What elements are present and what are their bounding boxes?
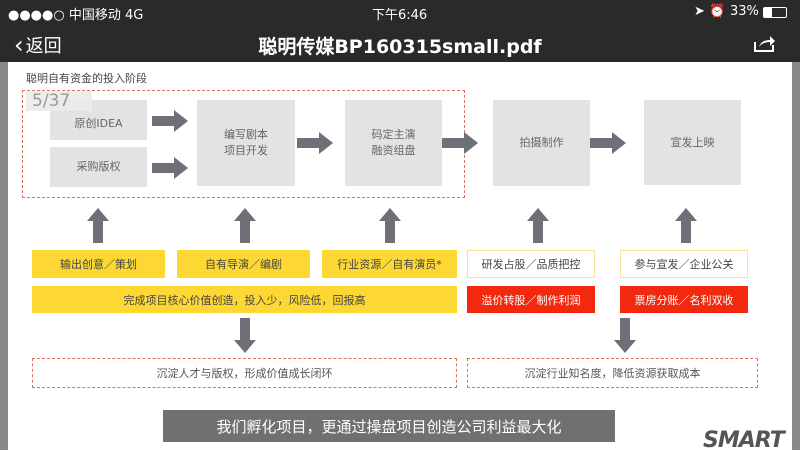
step-original-idea: 原创IDEA <box>50 100 147 140</box>
location-alarm-icon: ➤ ⏰ <box>694 4 726 19</box>
step-buy-rights: 采购版权 <box>50 147 147 187</box>
back-label: 返回 <box>25 36 62 57</box>
smart-logo: SMART <box>703 428 785 453</box>
arrow-up-icon <box>527 208 549 243</box>
step-casting-financing: 码定主演 融资组盘 <box>345 100 442 186</box>
arrow-up-icon <box>675 208 697 243</box>
arrow-right-icon <box>152 157 188 179</box>
arrow-down-icon <box>614 318 636 353</box>
arrow-up-icon <box>87 208 109 243</box>
nav-bar: ‹ 返回 聪明传媒BP160315small.pdf <box>0 25 800 62</box>
step-release: 宣发上映 <box>644 100 741 185</box>
tag-own-directors: 自有导演／编剧 <box>177 250 310 278</box>
tag-core-value: 完成项目核心价值创造，投入少，风险低，回报高 <box>32 286 457 313</box>
page-indicator: 5/37 <box>26 91 92 111</box>
tag-creative-output: 输出创意／策划 <box>32 250 165 278</box>
status-bar: ●●●●○ 中国移动 4G 下午6:46 ➤ ⏰ 33% <box>0 0 800 25</box>
carrier: ●●●●○ 中国移动 4G <box>8 8 144 23</box>
share-icon <box>754 36 775 52</box>
result-industry-reputation: 沉淀行业知名度，降低资源获取成本 <box>467 358 758 388</box>
tag-box-office: 票房分账／名利双收 <box>620 286 748 313</box>
arrow-right-icon <box>152 110 188 132</box>
clock: 下午6:46 <box>372 8 428 23</box>
arrow-down-icon <box>234 318 256 353</box>
arrow-right-icon <box>297 132 333 154</box>
battery-icon <box>763 7 787 18</box>
back-button[interactable]: ‹ 返回 <box>14 31 62 59</box>
arrow-right-icon <box>442 132 478 154</box>
document-title: 聪明传媒BP160315small.pdf <box>258 36 542 58</box>
arrow-right-icon <box>590 132 626 154</box>
tag-rd-equity: 研发占股／品质把控 <box>467 250 595 278</box>
tag-marketing-pr: 参与宣发／企业公关 <box>620 250 748 278</box>
summary-banner: 我们孵化项目，更通过操盘项目创造公司利益最大化 <box>163 410 615 442</box>
arrow-up-icon <box>379 208 401 243</box>
result-talent-rights: 沉淀人才与版权，形成价值成长闭环 <box>32 358 457 388</box>
chevron-left-icon: ‹ <box>14 31 24 59</box>
step-script-development: 编写剧本 项目开发 <box>197 100 295 186</box>
step-production: 拍摄制作 <box>493 100 590 186</box>
arrow-up-icon <box>234 208 256 243</box>
stage-label: 聪明自有资金的投入阶段 <box>26 72 147 85</box>
battery-percent: 33% <box>730 4 759 19</box>
share-button[interactable] <box>752 33 776 53</box>
tag-premium-equity: 溢价转股／制作利润 <box>467 286 595 313</box>
tag-industry-resources: 行业资源／自有演员* <box>322 250 457 278</box>
